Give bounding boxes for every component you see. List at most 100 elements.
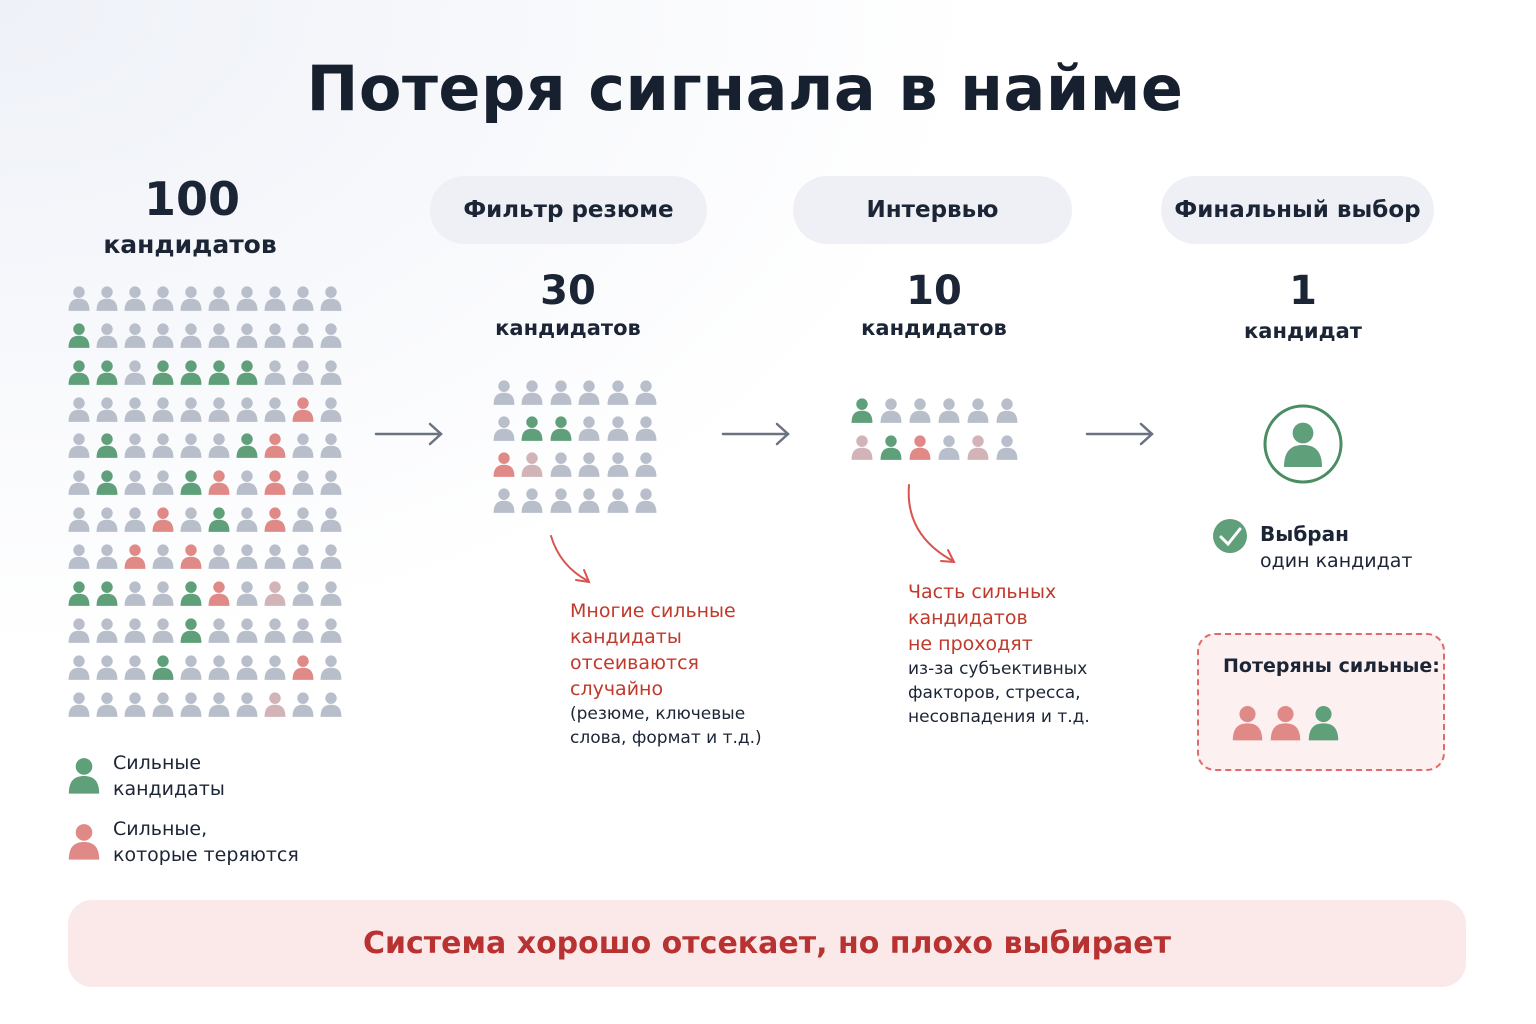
note-line: Многие сильные: [570, 600, 736, 622]
candidate-icon: [236, 506, 258, 536]
candidate-icon: [124, 506, 146, 536]
stage-pill-final: Финальный выбор: [1161, 176, 1434, 244]
candidate-icon: [124, 432, 146, 462]
curved-arrow-icon: [907, 484, 956, 564]
candidate-icon: [96, 617, 118, 647]
candidate-icon: [292, 432, 314, 462]
candidate-icon: [236, 580, 258, 610]
lost-candidate-icon: [264, 580, 286, 610]
candidate-icon: [292, 543, 314, 573]
legend-line: Сильные: [113, 752, 202, 774]
lost-candidate-icon: [264, 432, 286, 462]
candidate-icon: [124, 469, 146, 499]
candidate-icon: [68, 396, 90, 426]
candidate-icon: [208, 396, 230, 426]
candidate-icon: [880, 397, 902, 427]
candidate-icon: [208, 691, 230, 721]
candidate-icon: [292, 359, 314, 389]
strong-candidate-icon: [180, 580, 202, 610]
candidate-icon: [550, 487, 572, 517]
strong-candidate-icon: [152, 359, 174, 389]
stage-pill-interview: Интервью: [793, 176, 1072, 244]
candidate-icon: [320, 359, 342, 389]
lost-candidate-icon: [208, 469, 230, 499]
strong-candidate-icon: [96, 469, 118, 499]
candidate-icon: [292, 322, 314, 352]
candidate-icon: [124, 654, 146, 684]
candidate-icon: [68, 432, 90, 462]
candidate-icon: [635, 415, 657, 445]
selected-caption: Выбран один кандидат: [1260, 520, 1412, 575]
resume-filter-note: Многие сильные кандидаты отсеиваются слу…: [570, 598, 762, 750]
note-line: отсеиваются: [570, 652, 699, 674]
lost-candidate-icon: [292, 396, 314, 426]
interview-note: Часть сильных кандидатов не проходят из-…: [908, 579, 1090, 729]
note-line: не проходят: [908, 633, 1033, 655]
candidate-icon: [578, 487, 600, 517]
strong-candidate-icon: [96, 580, 118, 610]
candidate-icon: [493, 415, 515, 445]
candidate-icon: [320, 691, 342, 721]
note-line: из-за субъективных: [908, 659, 1088, 679]
stage-count: 1: [1289, 268, 1317, 314]
candidate-icon: [607, 487, 629, 517]
strong-candidate-icon: [68, 756, 100, 798]
candidate-icon: [320, 580, 342, 610]
candidate-icon: [236, 396, 258, 426]
candidate-icon: [320, 285, 342, 315]
lost-candidate-icon: [292, 654, 314, 684]
lost-candidate-icon: [909, 434, 931, 464]
candidate-icon: [264, 285, 286, 315]
lost-candidate-icon: [208, 580, 230, 610]
candidate-icon: [124, 580, 146, 610]
candidate-icon: [320, 506, 342, 536]
candidate-icon: [208, 322, 230, 352]
note-line: факторов, стресса,: [908, 683, 1081, 703]
candidate-icon: [996, 434, 1018, 464]
candidate-icon: [152, 543, 174, 573]
legend-lost: Сильные, которые теряются: [113, 816, 299, 868]
candidate-icon: [578, 415, 600, 445]
candidate-icon: [180, 654, 202, 684]
lost-candidate-icon: [180, 543, 202, 573]
note-line: слова, формат и т.д.): [570, 728, 762, 748]
note-line: кандидатов: [908, 607, 1028, 629]
selected-candidate-ring: [1263, 404, 1343, 484]
candidate-icon: [607, 415, 629, 445]
strong-candidate-icon: [96, 432, 118, 462]
candidate-icon: [292, 617, 314, 647]
candidate-icon: [152, 396, 174, 426]
candidate-icon: [264, 359, 286, 389]
candidate-icon: [236, 543, 258, 573]
candidate-icon: [208, 617, 230, 647]
candidate-icon: [578, 451, 600, 481]
candidate-icon: [96, 691, 118, 721]
lost-candidate-icon: [264, 506, 286, 536]
candidate-icon: [264, 396, 286, 426]
candidate-icon: [208, 285, 230, 315]
lost-candidate-icon: [68, 822, 100, 864]
candidate-icon: [96, 396, 118, 426]
candidate-icon: [264, 654, 286, 684]
candidate-icon: [320, 469, 342, 499]
strong-candidate-icon: [180, 617, 202, 647]
candidate-icon: [68, 654, 90, 684]
lost-candidate-icon: [1232, 704, 1263, 745]
candidate-icon: [938, 397, 960, 427]
candidate-icon: [152, 285, 174, 315]
candidate-icon: [124, 359, 146, 389]
candidate-icon: [96, 654, 118, 684]
lost-candidate-icon: [152, 506, 174, 536]
selected-line2: один кандидат: [1260, 550, 1413, 572]
candidate-icon: [292, 285, 314, 315]
strong-candidate-icon: [180, 469, 202, 499]
candidate-icon: [68, 691, 90, 721]
strong-candidate-icon: [851, 397, 873, 427]
stage-label: кандидатов: [861, 316, 1007, 340]
candidate-icon: [180, 285, 202, 315]
candidate-icon: [236, 285, 258, 315]
lost-candidate-icon: [124, 543, 146, 573]
strong-candidate-icon: [180, 359, 202, 389]
arrow-right-icon: [721, 422, 790, 446]
